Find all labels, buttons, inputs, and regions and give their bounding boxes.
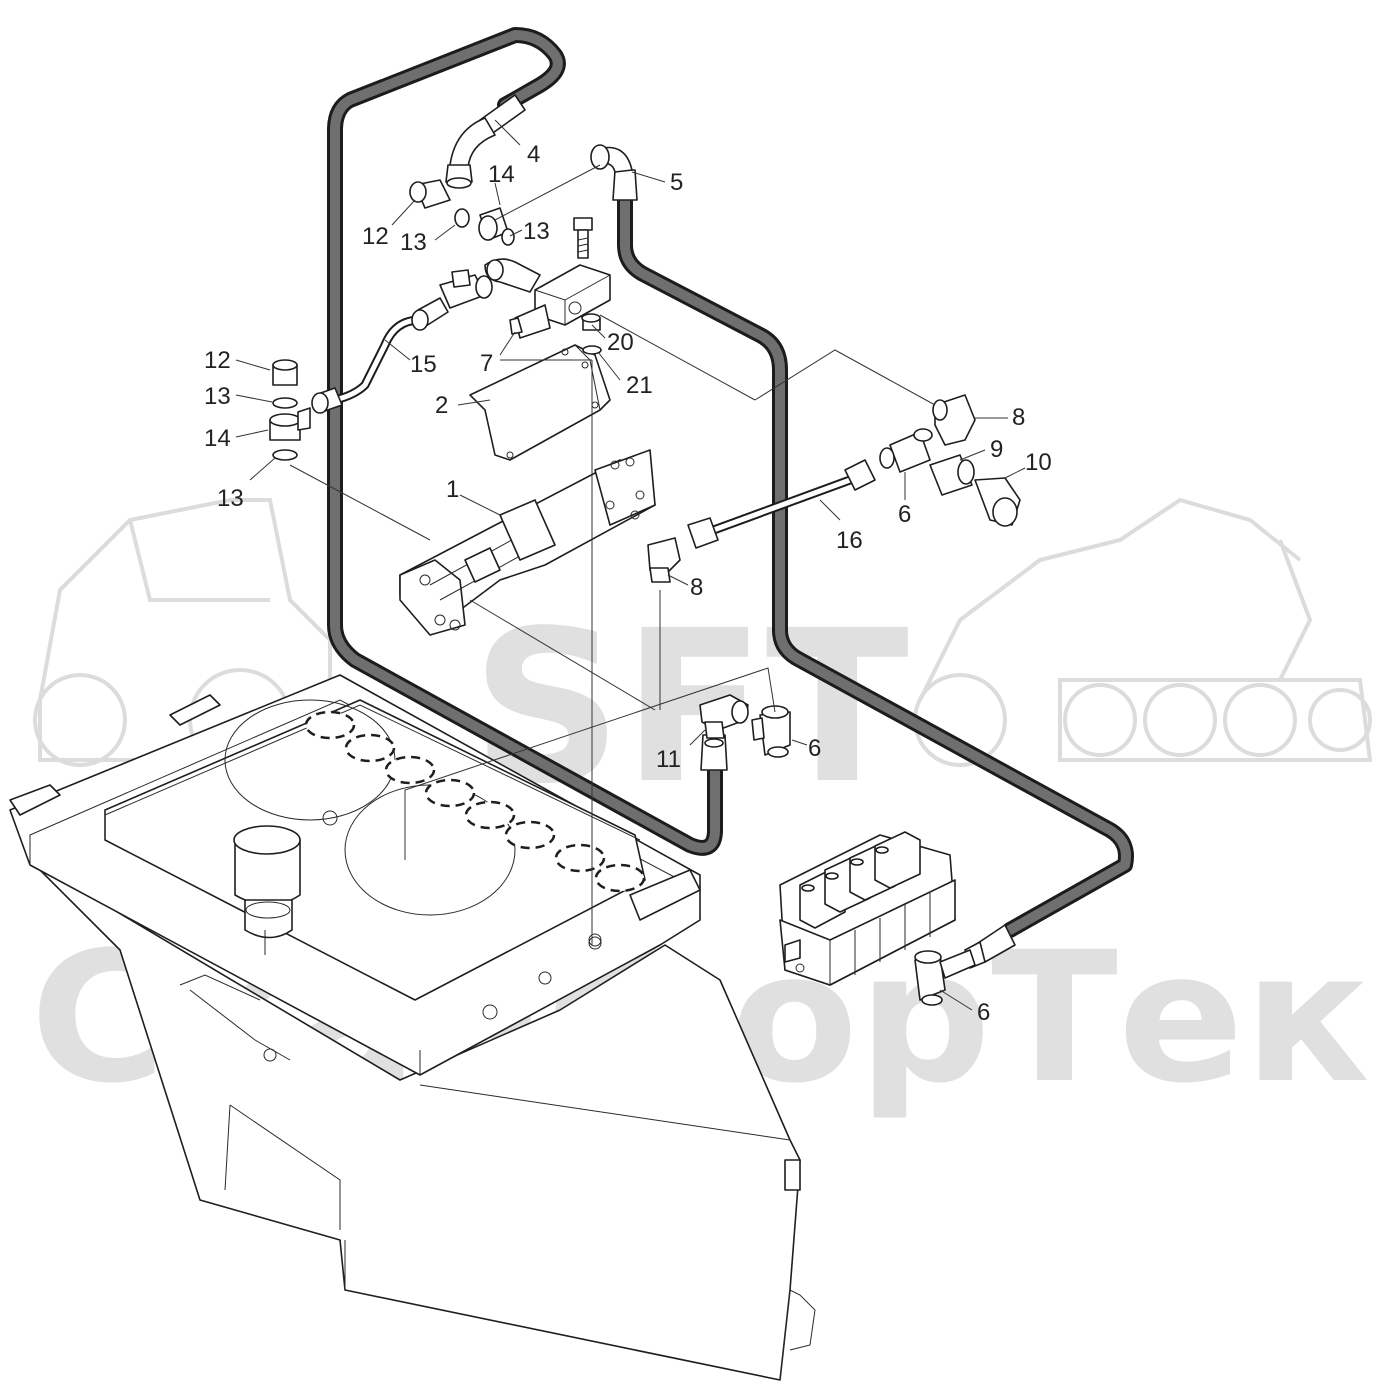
- hose-end-4: [445, 94, 526, 189]
- coupling-9: [929, 454, 975, 496]
- callout-11: 11: [656, 746, 681, 773]
- callout-13-left: 13: [204, 383, 231, 410]
- elbow-fitting-8-middle: [647, 537, 681, 583]
- callout-6-right: 6: [898, 501, 911, 528]
- tee-fitting-upper: [411, 269, 493, 331]
- callout-9: 9: [990, 436, 1003, 463]
- callout-2: 2: [435, 392, 448, 419]
- callout-16: 16: [836, 527, 863, 554]
- callout-12-left: 12: [204, 347, 231, 374]
- callout-14-left: 14: [204, 425, 231, 452]
- tube-15-end: [311, 387, 343, 414]
- callout-8-middle: 8: [690, 574, 703, 601]
- cylinder-part-1: [399, 449, 656, 636]
- callout-12-upper: 12: [362, 223, 389, 250]
- quick-coupler-10: [974, 477, 1021, 527]
- tee-fitting-6-lower: [914, 949, 976, 1006]
- callout-4: 4: [527, 141, 540, 168]
- callout-labels: 1 2 4 5 6 6 6 7 8 8 9 10 11 12 12 13 13 …: [204, 141, 1052, 1026]
- callout-8-upper: 8: [1012, 404, 1025, 431]
- callout-20: 20: [607, 329, 634, 356]
- elbow-fitting-8-upper: [932, 394, 976, 446]
- callout-13-upper-left: 13: [400, 229, 427, 256]
- solenoid-valve-block: [779, 831, 956, 986]
- hose-end-11: [700, 734, 728, 771]
- callout-5: 5: [670, 169, 683, 196]
- watermark-excavator-right-icon: [913, 497, 1373, 767]
- callout-14-upper: 14: [488, 161, 515, 188]
- plug-20: [581, 313, 602, 355]
- tee-fitting-6-middle: [751, 705, 791, 758]
- left-plug-stack: [269, 359, 311, 461]
- elbow-fitting-11: [699, 694, 749, 739]
- hose-end-5: [590, 144, 638, 201]
- callout-6-lower: 6: [977, 999, 990, 1026]
- callout-21: 21: [626, 372, 653, 399]
- tube-16-ends: [687, 459, 876, 549]
- callout-13-lower-left: 13: [217, 485, 244, 512]
- callout-10: 10: [1025, 449, 1052, 476]
- callout-1: 1: [446, 476, 459, 503]
- callout-15: 15: [410, 351, 437, 378]
- solenoid-coils: [799, 831, 921, 929]
- hydraulic-hoses: [327, 27, 1134, 938]
- callout-13-upper-right: 13: [523, 218, 550, 245]
- callout-6-middle: 6: [808, 735, 821, 762]
- adapter-14-upper: [478, 207, 515, 246]
- base-tank-assembly: [9, 674, 816, 1381]
- leader-lines: [235, 119, 1026, 1011]
- filter-cap: [233, 825, 301, 955]
- tee-fitting-6-right: [879, 428, 933, 473]
- callout-7: 7: [480, 350, 493, 377]
- manifold-block: [484, 258, 611, 339]
- bolt: [573, 217, 593, 259]
- plug-12-upper: [409, 179, 470, 228]
- bracket-plate-part-2: [469, 344, 611, 461]
